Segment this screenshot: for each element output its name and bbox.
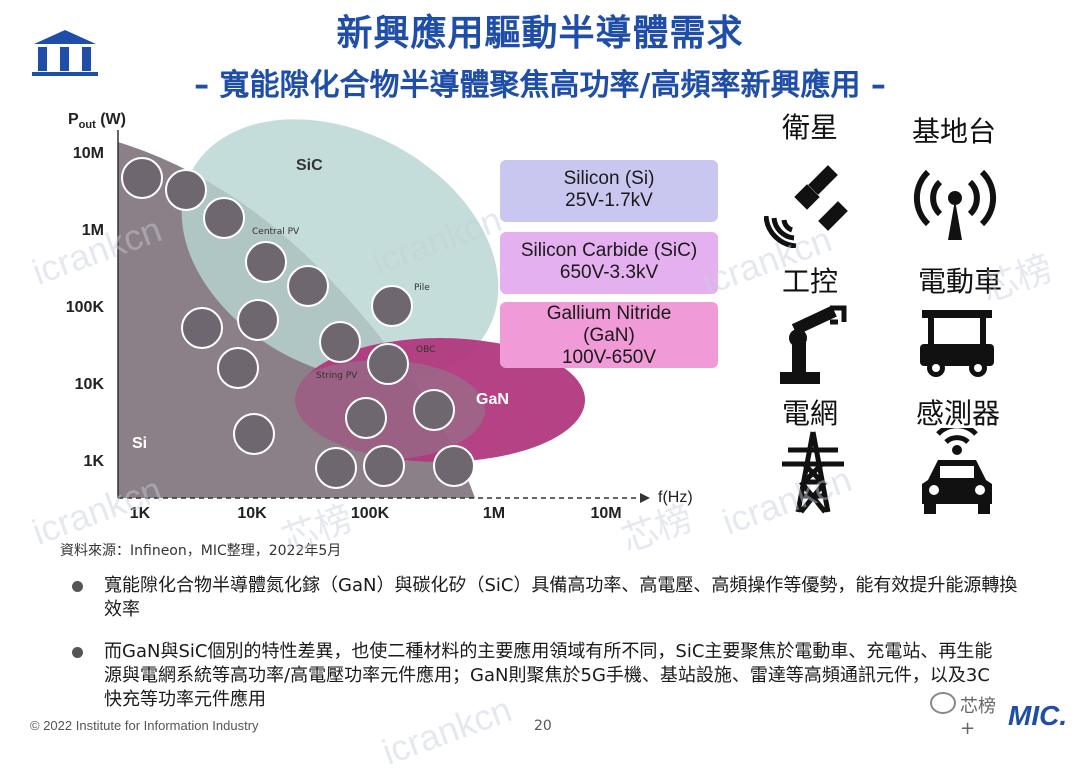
x-tick: 10K — [237, 505, 267, 522]
bullet-dot-icon — [72, 647, 83, 658]
x-tick: 1K — [130, 505, 151, 522]
sensor-car-icon — [912, 423, 1002, 518]
central-pv-note: Central PV — [252, 227, 300, 237]
y-tick: 10M — [73, 145, 104, 162]
y-axis-label: Pout (W) — [68, 111, 126, 131]
y-tick: 100K — [66, 299, 105, 316]
app-label-industrial: 工控 — [781, 265, 838, 298]
app-label-sensor: 感測器 — [915, 397, 1000, 430]
x-tick: 100K — [351, 505, 390, 522]
x-tick: 10M — [590, 505, 621, 522]
material-box-si: Silicon (Si) 25V-1.7kV — [500, 160, 718, 222]
mic-brand: MIC. — [1008, 700, 1068, 731]
string-pv-note: String PV — [316, 371, 358, 381]
wechat-label: 芯榜+ — [960, 696, 996, 739]
material-voltage: 650V-3.3kV — [559, 262, 659, 283]
bullet-dot-icon — [72, 581, 83, 592]
y-tick: 1K — [84, 453, 105, 470]
bullet-item: 而GaN與SiC個別的特性差異，也使二種材料的主要應用領域有所不同，SiC主要聚… — [72, 640, 1032, 712]
pile-note: Pile — [414, 283, 430, 293]
material-box-sic: Silicon Carbide (SiC) 650V-3.3kV — [500, 232, 718, 294]
bullet-text: 而GaN與SiC個別的特性差異，也使二種材料的主要應用領域有所不同，SiC主要聚… — [104, 641, 993, 710]
power-frequency-chart: SiC GaN Si Central PV Pile OBC String PV — [40, 100, 720, 540]
material-voltage: 25V-1.7kV — [565, 190, 653, 211]
electric-car-icon — [912, 300, 1002, 390]
iii-logo — [28, 28, 102, 78]
y-tick: 10K — [75, 376, 105, 393]
si-label: Si — [132, 435, 147, 452]
app-label-satellite: 衛星 — [781, 111, 838, 144]
page-subtitle: – 寬能隙化合物半導體聚焦高功率/高頻率新興應用 – — [194, 68, 886, 103]
robot-arm-icon — [768, 300, 858, 390]
x-axis-label: f(Hz) — [658, 489, 693, 506]
material-name: Silicon (Si) — [563, 168, 655, 189]
satellite-icon — [763, 158, 854, 249]
y-tick: 1M — [82, 222, 104, 239]
material-name-abbr: (GaN) — [583, 325, 635, 346]
power-tower-icon — [768, 428, 858, 518]
gan-label: GaN — [476, 391, 509, 408]
copyright-footer: © 2022 Institute for Information Industr… — [30, 718, 259, 733]
source-note: 資料來源：Infineon，MIC整理，2022年5月 — [60, 543, 342, 559]
wechat-watermark: 芯榜+ — [930, 690, 1010, 739]
material-box-gan: Gallium Nitride (GaN) 100V-650V — [500, 302, 718, 368]
wechat-icon — [930, 692, 956, 714]
obc-note: OBC — [416, 345, 435, 355]
material-name: Gallium Nitride — [546, 303, 672, 324]
x-tick: 1M — [483, 505, 505, 522]
bullet-item: 寬能隙化合物半導體氮化鎵（GaN）與碳化矽（SiC）具備高功率、高電壓、高頻操作… — [72, 574, 1032, 622]
bullet-text: 寬能隙化合物半導體氮化鎵（GaN）與碳化矽（SiC）具備高功率、高電壓、高頻操作… — [104, 575, 1018, 620]
page-number: 20 — [534, 718, 552, 734]
material-voltage: 100V-650V — [561, 347, 657, 368]
page-title: 新興應用驅動半導體需求 — [336, 13, 744, 54]
material-name: Silicon Carbide (SiC) — [520, 240, 698, 261]
sic-label: SiC — [296, 157, 323, 174]
app-label-grid: 電網 — [781, 397, 838, 430]
antenna-icon — [910, 160, 1000, 250]
app-label-base-station: 基地台 — [911, 115, 996, 148]
app-label-ev: 電動車 — [917, 265, 1002, 298]
